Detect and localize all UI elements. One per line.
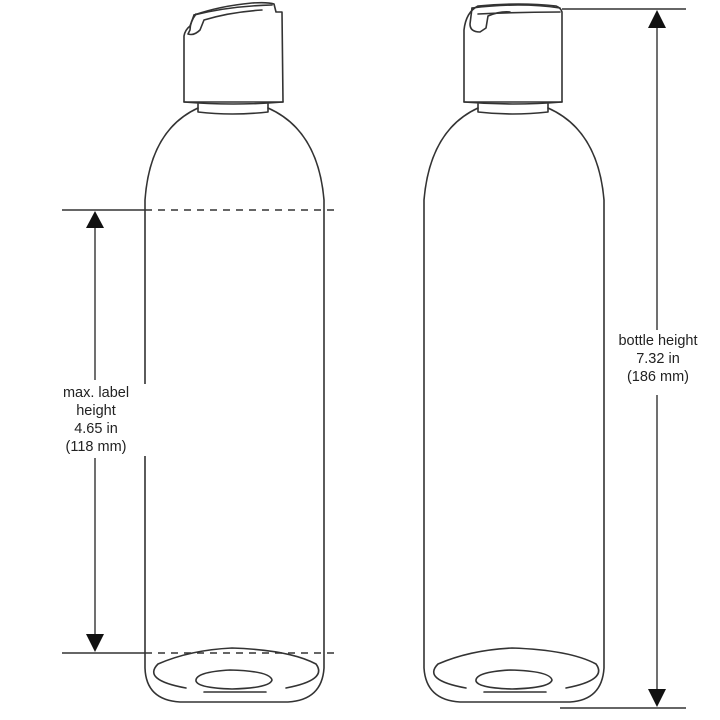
left-bottle (144, 1, 325, 703)
arrow-down-icon (648, 689, 666, 707)
bottle-height-dimension (560, 8, 686, 709)
dimension-imperial: 4.65 in (74, 421, 118, 437)
arrow-up-icon (86, 211, 104, 228)
left-disc-cap (183, 1, 284, 105)
dimension-name-line1: max. label (62, 385, 130, 401)
arrow-down-icon (86, 634, 104, 652)
dimension-metric: (118 mm) (65, 439, 127, 455)
max-label-height-annotation: max. label height 4.65 in (118 mm) (46, 384, 146, 456)
bottle-height-annotation: bottle height 7.32 in (186 mm) (606, 332, 710, 386)
dimension-name: bottle height (618, 333, 698, 349)
dimension-name-line2: height (76, 403, 116, 419)
right-bottle (423, 3, 605, 703)
arrow-up-icon (648, 10, 666, 28)
label-height-dimension (62, 209, 334, 654)
dimension-metric: (186 mm) (626, 369, 690, 385)
dimension-imperial: 7.32 in (636, 351, 680, 367)
right-disc-cap (463, 3, 563, 105)
